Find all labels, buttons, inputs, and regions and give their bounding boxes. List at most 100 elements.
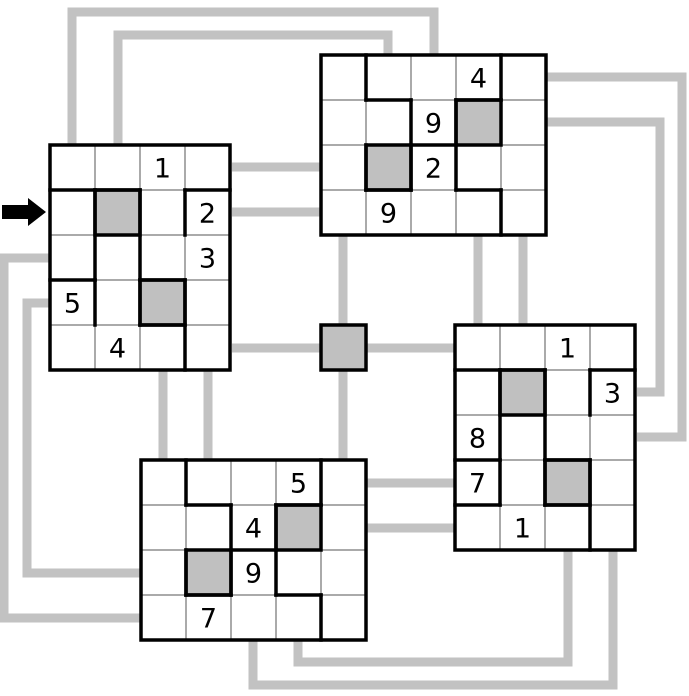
grid-cell[interactable] (276, 595, 321, 640)
grid-cell[interactable] (276, 550, 321, 595)
grid-cell[interactable] (545, 505, 590, 550)
grid-cell[interactable] (95, 145, 140, 190)
given-digit: 3 (199, 244, 216, 275)
grid-cell[interactable] (500, 325, 545, 370)
grid-cell[interactable] (321, 550, 366, 595)
given-digit: 1 (154, 154, 171, 185)
sudoku-grid-bottom-left: 54 97 (139, 458, 368, 642)
grid-cell[interactable] (456, 145, 501, 190)
given-digit: 7 (469, 469, 486, 500)
grid-cell[interactable] (231, 460, 276, 505)
given-digit: 1 (514, 514, 531, 545)
given-digit: 5 (290, 469, 307, 500)
given-digit: 4 (470, 64, 487, 95)
given-digit: 4 (245, 514, 262, 545)
grid-frame (453, 323, 637, 552)
center-shaded-cell (319, 323, 368, 372)
given-digit: 9 (425, 109, 442, 140)
grid-cell[interactable] (321, 505, 366, 550)
given-digit: 4 (109, 334, 126, 365)
given-digit: 3 (604, 379, 621, 410)
grid-cell[interactable] (185, 145, 230, 190)
grid-cell[interactable] (50, 235, 95, 280)
grid-cell[interactable] (501, 190, 546, 235)
grid-cell[interactable] (140, 235, 185, 280)
connector-line (293, 550, 573, 667)
shaded-cell (186, 550, 231, 595)
shaded-cell (456, 100, 501, 145)
connector-line (67, 7, 439, 145)
grid-cell[interactable] (50, 325, 95, 370)
grid-cell[interactable] (50, 190, 95, 235)
grid-cell[interactable] (321, 145, 366, 190)
shaded-cell (140, 280, 185, 325)
grid-cell[interactable] (231, 595, 276, 640)
grid-cell[interactable] (321, 595, 366, 640)
grid-cell[interactable] (501, 100, 546, 145)
connector-line (0, 253, 141, 623)
grid-cell[interactable] (185, 325, 230, 370)
grid-cell[interactable] (455, 325, 500, 370)
grid-cell[interactable] (50, 145, 95, 190)
grid-frame (319, 53, 548, 237)
given-digit: 5 (64, 289, 81, 320)
grid-cell[interactable] (321, 55, 366, 100)
grid-cell[interactable] (321, 460, 366, 505)
connector-line (546, 72, 687, 442)
grid-cell[interactable] (545, 370, 590, 415)
grid-cell[interactable] (95, 280, 140, 325)
grid-cell[interactable] (321, 100, 366, 145)
given-digit: 9 (380, 199, 397, 230)
grid-cell[interactable] (411, 55, 456, 100)
grid-frame (48, 143, 232, 372)
connector-line (546, 117, 665, 397)
grid-cell[interactable] (141, 505, 186, 550)
shaded-cell (500, 370, 545, 415)
grid-frame (139, 458, 368, 642)
grid-cell[interactable] (455, 505, 500, 550)
given-digit: 8 (469, 424, 486, 455)
connector-line (113, 30, 393, 145)
connector-line (22, 298, 141, 578)
grid-cell[interactable] (411, 190, 456, 235)
grid-cell[interactable] (501, 55, 546, 100)
grid-cell[interactable] (140, 325, 185, 370)
grid-cell[interactable] (186, 460, 231, 505)
given-digit: 7 (200, 604, 217, 635)
grid-cell[interactable] (185, 280, 230, 325)
grid-cell[interactable] (366, 55, 411, 100)
given-digit: 1 (559, 334, 576, 365)
grid-cell[interactable] (456, 190, 501, 235)
shaded-cell (545, 460, 590, 505)
given-digit: 9 (245, 559, 262, 590)
arrow-right-icon (2, 198, 46, 226)
grid-cell[interactable] (590, 505, 635, 550)
shaded-cell (95, 190, 140, 235)
grid-cell[interactable] (140, 190, 185, 235)
grid-cell[interactable] (590, 460, 635, 505)
grid-cell[interactable] (500, 460, 545, 505)
grid-cell[interactable] (366, 100, 411, 145)
shaded-cell (366, 145, 411, 190)
grid-cell[interactable] (590, 325, 635, 370)
given-digit: 2 (199, 199, 216, 230)
grid-cell[interactable] (455, 370, 500, 415)
grid-cell[interactable] (545, 415, 590, 460)
grid-cell[interactable] (501, 145, 546, 190)
sudoku-grid-top-left: 12 3 54 (48, 143, 232, 372)
given-digit: 2 (425, 154, 442, 185)
grid-cell[interactable] (321, 190, 366, 235)
grid-cell[interactable] (500, 415, 545, 460)
shaded-cell (276, 505, 321, 550)
grid-cell[interactable] (141, 460, 186, 505)
connector-lines (0, 7, 687, 690)
grid-cell[interactable] (95, 235, 140, 280)
grid-cell[interactable] (590, 415, 635, 460)
grid-cell[interactable] (141, 595, 186, 640)
connector-line (248, 550, 618, 690)
grid-cell[interactable] (141, 550, 186, 595)
grid-cell[interactable] (186, 505, 231, 550)
